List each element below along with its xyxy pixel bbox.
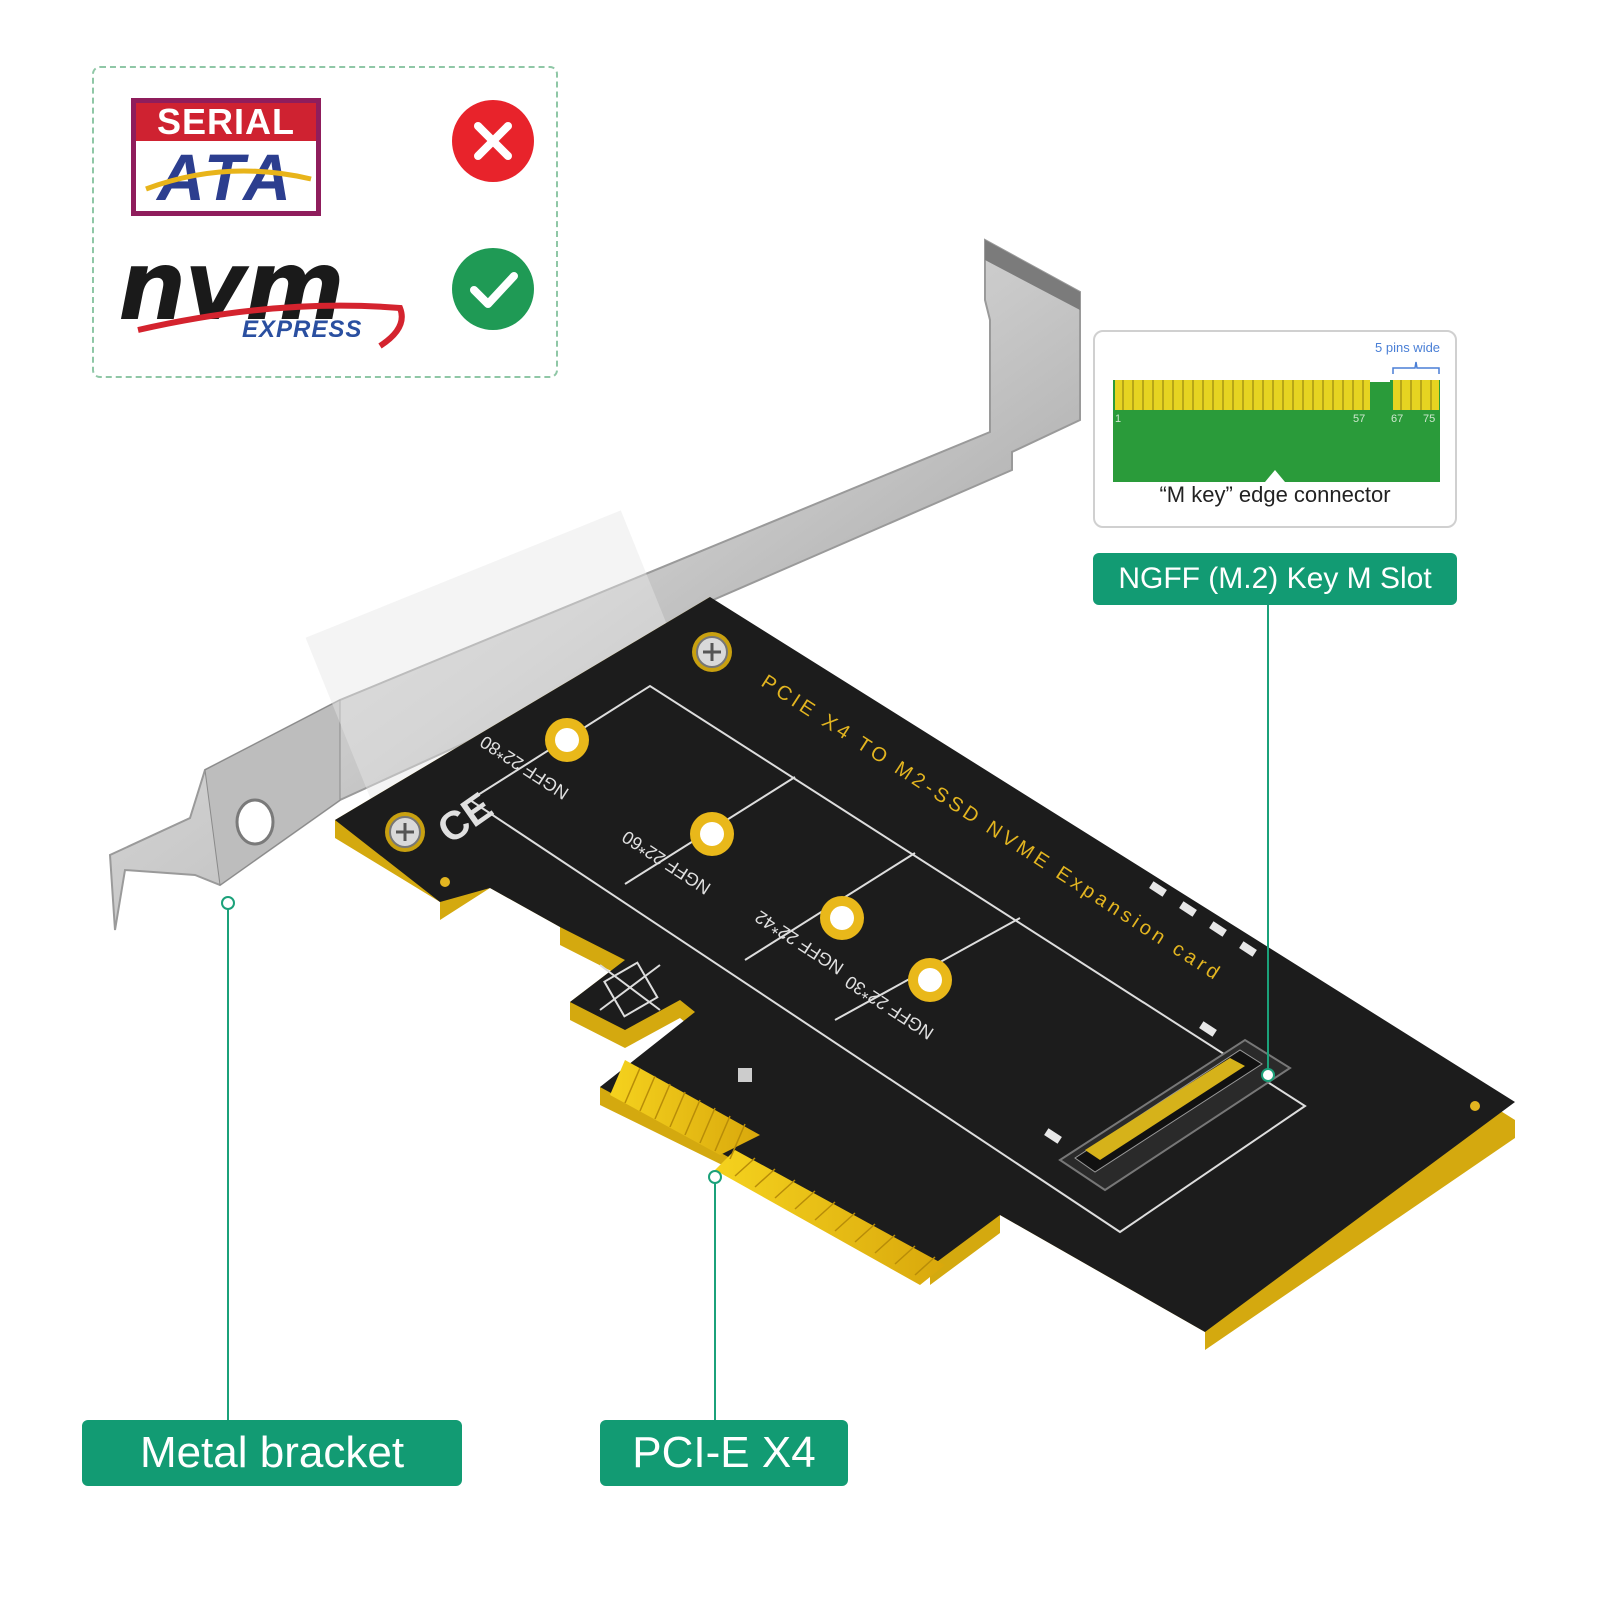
board-dot-right (1470, 1101, 1480, 1111)
nvm-express-logo: nvm EXPRESS (118, 230, 418, 358)
bracket-screw-hole (235, 798, 275, 846)
check-icon (452, 248, 534, 330)
m2-slot-connector (1058, 1038, 1292, 1192)
m-key-inset: 1 57 67 75 5 pins wide “M key” edge conn… (1093, 330, 1457, 528)
sata-logo-top-text: SERIAL (136, 103, 316, 141)
nvm-logo-sub: EXPRESS (242, 316, 363, 343)
nvm-swoosh (137, 302, 405, 349)
pin-number-57: 57 (1353, 413, 1365, 425)
label-metal-bracket: Metal bracket (82, 1420, 462, 1486)
pin-number-1: 1 (1115, 413, 1121, 425)
m-key-edge-drawing: 1 57 67 75 (1113, 361, 1440, 482)
smd-components (738, 881, 1257, 1144)
compatibility-box (92, 66, 558, 378)
sata-swoosh (145, 168, 312, 192)
m-key-caption: “M key” edge connector (1159, 482, 1391, 507)
label-m2-slot: NGFF (M.2) Key M Slot (1093, 553, 1457, 605)
mount-holes (545, 718, 952, 1002)
serial-ata-logo: SERIAL ATA (131, 98, 321, 216)
board-dot-left (440, 877, 450, 887)
pcie-gold-fingers (610, 1060, 945, 1285)
callout-lines (221, 605, 1275, 1420)
pin-number-75: 75 (1423, 413, 1435, 425)
label-pcie-x4: PCI-E X4 (600, 1420, 848, 1486)
weee-bin-icon (599, 961, 661, 1018)
board-screws (385, 632, 732, 852)
pin-number-67: 67 (1391, 413, 1403, 425)
pins-wide-label: 5 pins wide (1375, 340, 1441, 355)
cross-icon (452, 100, 534, 182)
